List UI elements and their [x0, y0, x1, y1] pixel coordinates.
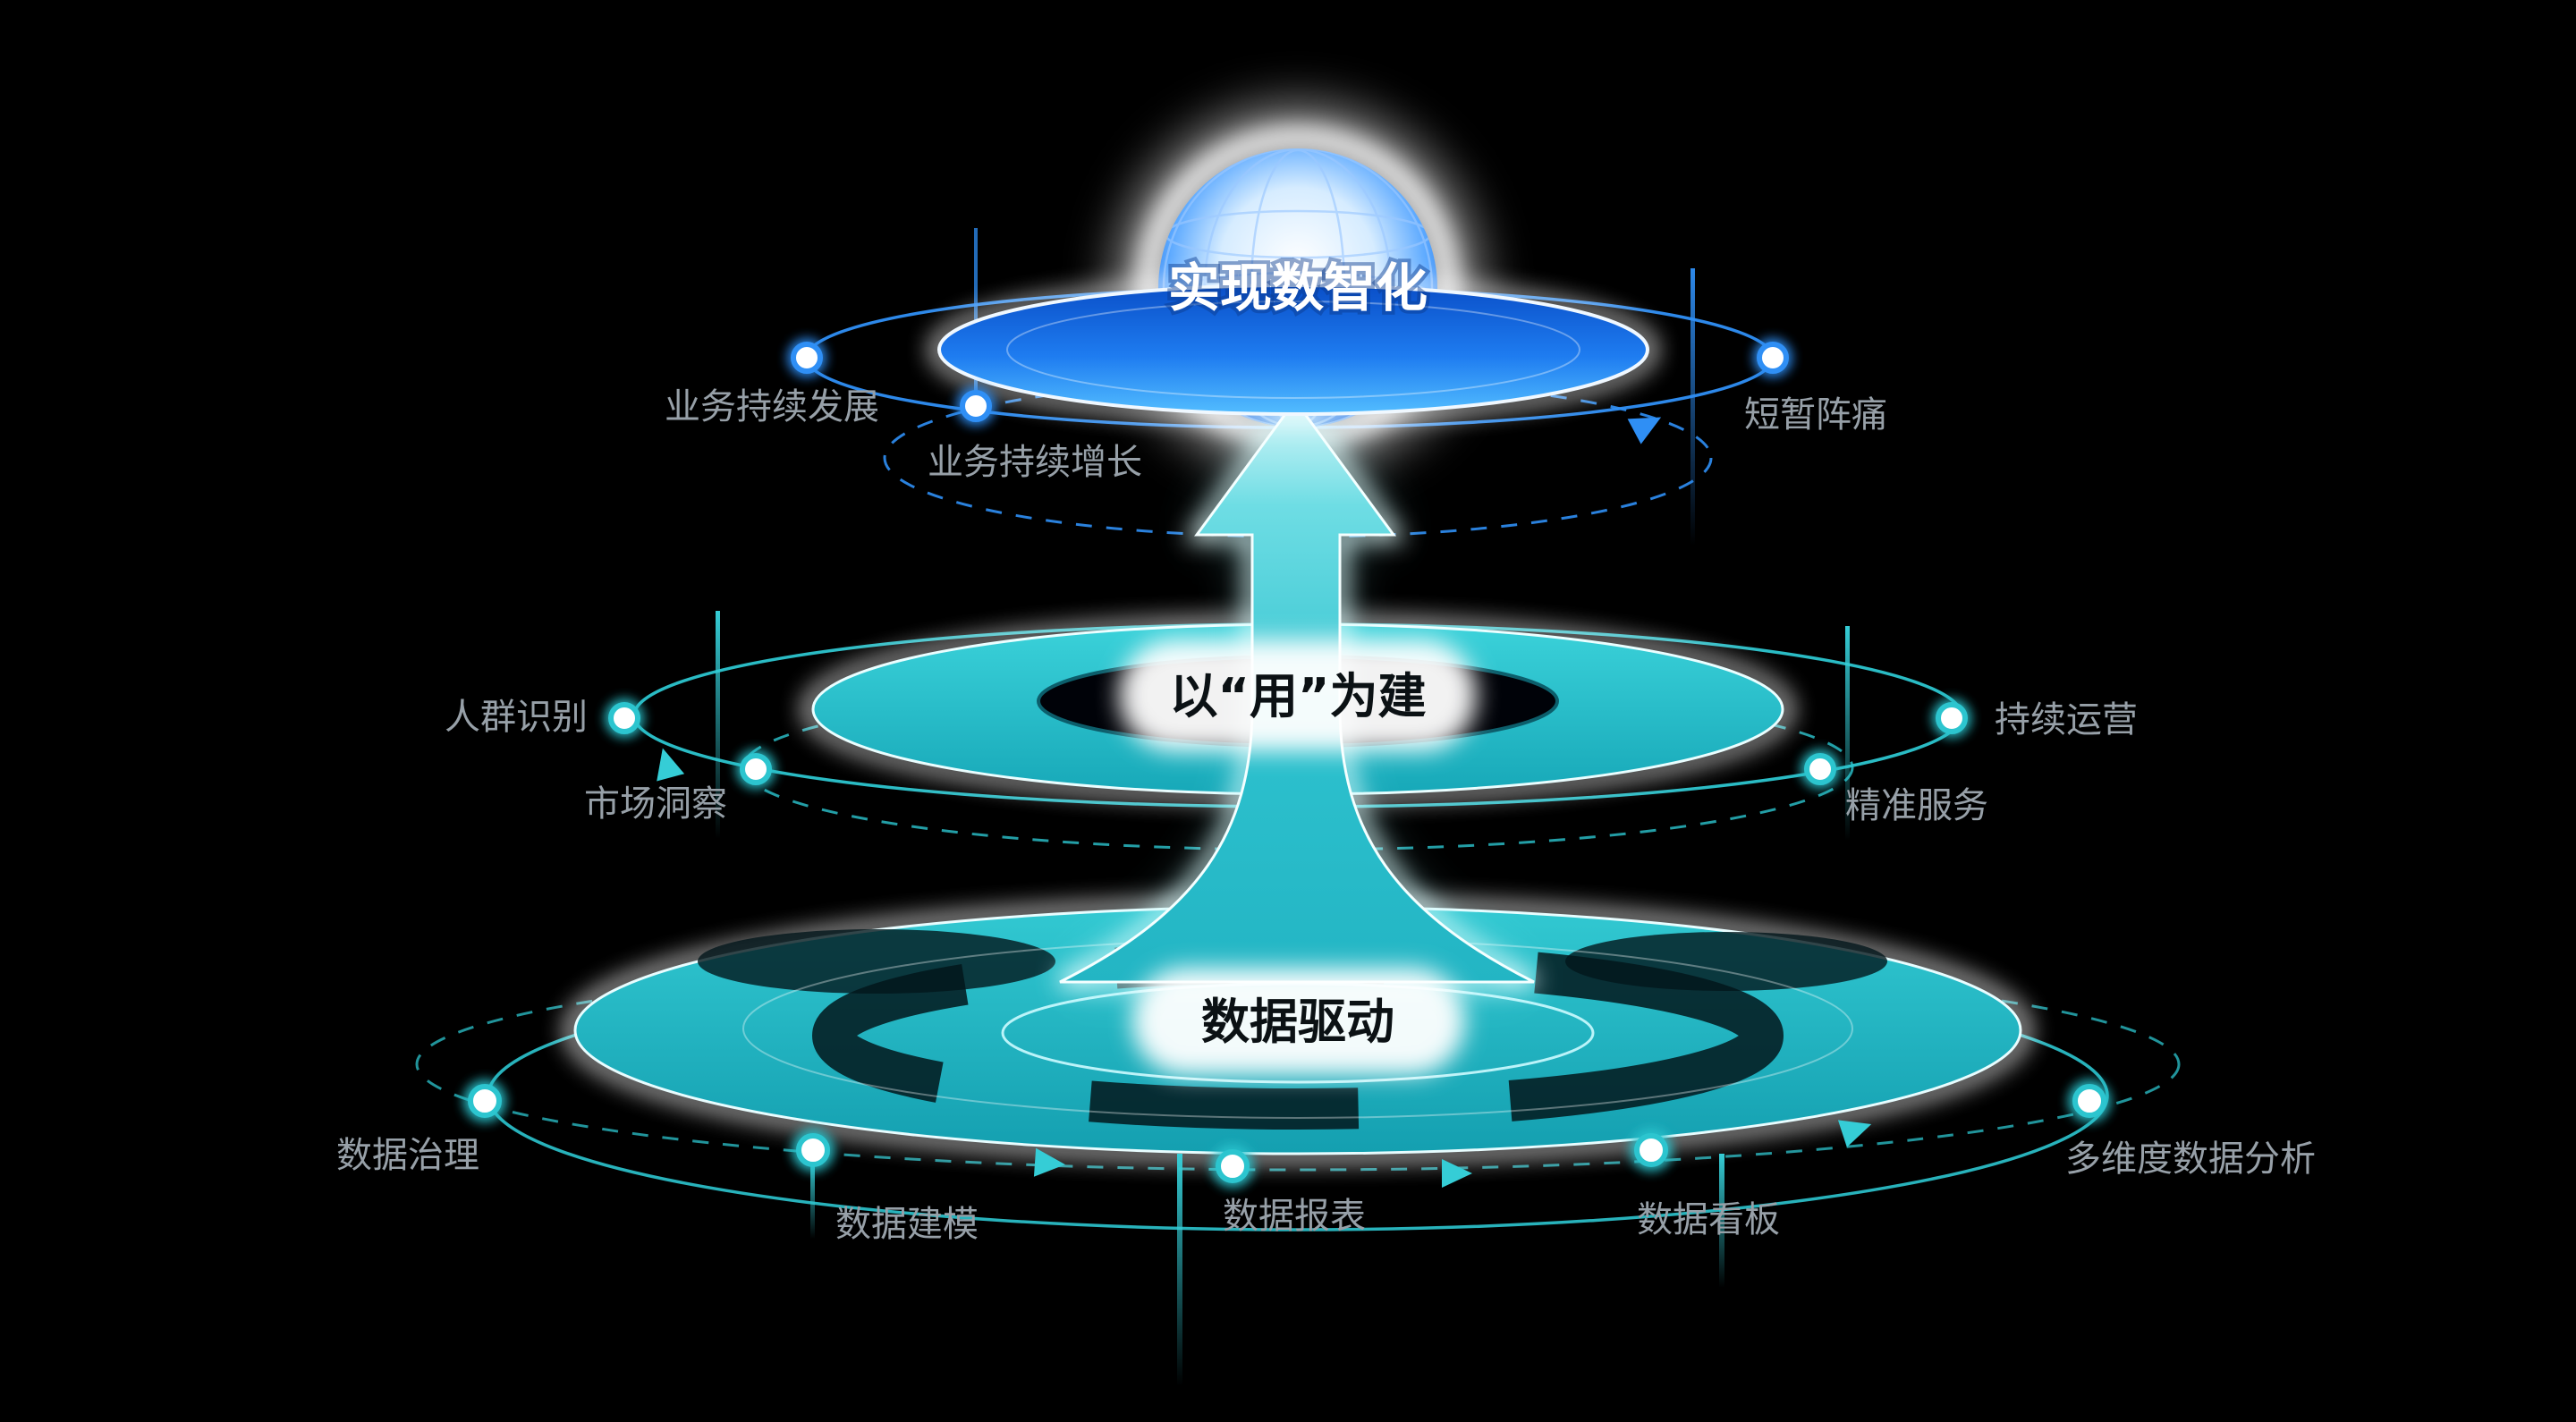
orbit-nodes — [463, 338, 2111, 1188]
label-data-report: 数据报表 — [1223, 1196, 1366, 1237]
node-dot — [1630, 1129, 1673, 1172]
label-build-for-use: 以“用”为建 — [1170, 668, 1427, 724]
vertical-connector — [716, 611, 720, 839]
top-ring-arrowhead — [1627, 417, 1662, 444]
label-short-term-pain: 短暂阵痛 — [1744, 394, 1887, 436]
label-data-dashboard: 数据看板 — [1637, 1199, 1780, 1240]
node-dot — [1932, 698, 1971, 738]
top-platform-inner-ring — [1006, 300, 1580, 399]
vertical-connector — [1719, 1154, 1724, 1288]
vertical-connector — [1177, 1154, 1182, 1386]
node-dot — [792, 1129, 835, 1172]
label-market-insight: 市场洞察 — [584, 783, 727, 825]
middle-ring-arrowhead — [657, 748, 685, 782]
node-dot — [605, 698, 644, 738]
label-digital-intelligence: 实现数智化 — [1168, 258, 1428, 318]
tier-bottom-side-labels: 数据治理 数据建模 数据报表 数据看板 多维度数据分析 — [336, 1135, 2316, 1245]
label-multidim-analysis: 多维度数据分析 — [2065, 1138, 2316, 1180]
vertical-connector — [810, 1158, 815, 1239]
node-dot — [787, 338, 826, 377]
label-data-governance: 数据治理 — [336, 1135, 479, 1176]
node-dot — [2068, 1079, 2111, 1122]
label-business-growth: 业务持续增长 — [928, 442, 1142, 483]
tier-top-side-labels: 业务持续发展 业务持续增长 短暂阵痛 — [665, 386, 1887, 483]
node-dot — [1801, 749, 1840, 789]
bottom-ring-arrowheads — [1033, 1120, 1872, 1188]
glow-pills — [1119, 639, 1477, 1075]
node-dot — [1211, 1145, 1254, 1188]
vertical-connector — [1845, 626, 1850, 841]
label-precision-service: 精准服务 — [1845, 785, 1988, 826]
glow-pill-bottom — [1132, 968, 1465, 1075]
bottom-dashed-ring — [415, 957, 2181, 1172]
tier-middle-side-labels: 人群识别 市场洞察 持续运营 精准服务 — [445, 697, 2138, 826]
label-data-driven: 数据驱动 — [1201, 994, 1394, 1050]
bottom-platform-dark-blob-left — [698, 929, 1055, 994]
vertical-connector — [1690, 268, 1695, 546]
glow-pill-middle — [1119, 639, 1477, 751]
top-platform-disc — [937, 284, 1649, 416]
node-dot — [463, 1079, 506, 1122]
bottom-platform-dark-blob-right — [1565, 932, 1887, 991]
label-data-modeling: 数据建模 — [835, 1204, 979, 1245]
node-dot — [956, 386, 996, 426]
label-crowd-identification: 人群识别 — [445, 697, 588, 738]
label-business-development: 业务持续发展 — [665, 386, 879, 427]
node-dot — [736, 749, 775, 789]
node-dot — [1753, 338, 1792, 377]
label-continuous-operation: 持续运营 — [1995, 699, 2138, 741]
platform-top — [930, 278, 1657, 421]
